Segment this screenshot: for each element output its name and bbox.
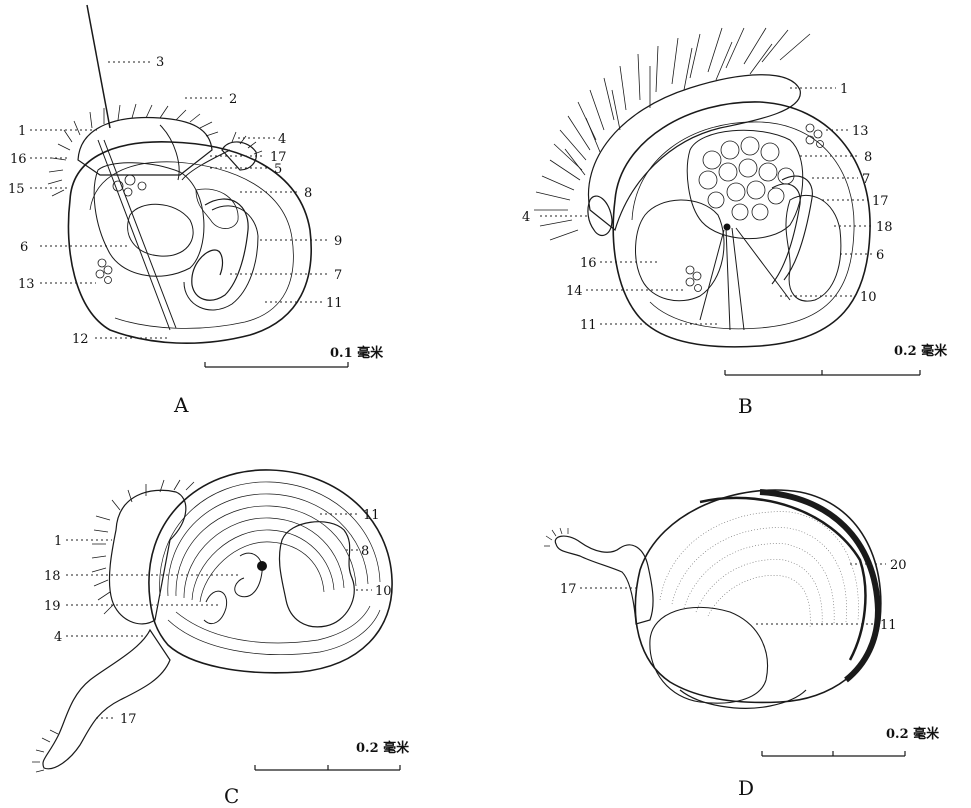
- statocyst-a: [96, 259, 112, 284]
- label-d-20: 20: [890, 558, 907, 573]
- leader-lines-c: [66, 514, 372, 718]
- label-c-8: 8: [361, 544, 369, 559]
- label-c-4: 4: [54, 630, 62, 645]
- label-c-1: 1: [54, 534, 62, 549]
- label-a-6: 6: [20, 240, 28, 255]
- scale-label-c: 0.2 毫米: [356, 740, 410, 756]
- shell-growth-lines-c: [160, 482, 380, 655]
- scale-bar-c: 0.2 毫米: [255, 740, 410, 770]
- muscle-band-a: [160, 125, 230, 180]
- eye-spot-b: [724, 224, 731, 231]
- panel-letter-a: A: [173, 393, 189, 417]
- scale-label-a: 0.1 毫米: [330, 345, 384, 361]
- label-c-18: 18: [44, 569, 61, 584]
- panel-letter-c: C: [224, 784, 239, 808]
- retractor-muscle-a: [98, 140, 176, 330]
- label-c-19: 19: [44, 599, 61, 614]
- foot-c: [43, 630, 170, 769]
- mantle-line-b: [632, 122, 854, 329]
- eye-spot-c: [257, 561, 267, 571]
- label-c-10: 10: [375, 584, 392, 599]
- label-a-7: 7: [334, 268, 342, 283]
- label-b-6: 6: [876, 248, 884, 263]
- label-a-1: 1: [18, 124, 26, 139]
- velum-cilia-c: [92, 480, 194, 614]
- leader-lines-a: [30, 62, 330, 338]
- label-b-8: 8: [864, 150, 872, 165]
- statocyst-b: [686, 266, 702, 292]
- panel-letter-b: B: [738, 394, 753, 418]
- label-a-12: 12: [72, 332, 89, 347]
- label-b-13: 13: [852, 124, 869, 139]
- intestine-coil-c: [204, 591, 227, 623]
- panel-letter-d: D: [738, 776, 754, 800]
- scale-label-d: 0.2 毫米: [886, 726, 940, 742]
- label-d-11: 11: [880, 618, 897, 633]
- retractor-muscle-b: [700, 228, 790, 330]
- stomach-b: [636, 200, 724, 301]
- label-b-11: 11: [580, 318, 597, 333]
- gland-lobules-b: [699, 137, 794, 220]
- label-b-17: 17: [872, 194, 889, 209]
- apical-flagellum: [87, 5, 110, 128]
- label-a-4: 4: [278, 132, 286, 147]
- label-a-13: 13: [18, 277, 35, 292]
- label-b-16: 16: [580, 256, 597, 271]
- labels-a: 3 2 1 4 16 17 5 15 8 6 9 7 13 11 12: [8, 55, 343, 347]
- shell-growth-lines-d: [660, 512, 858, 628]
- prodissoconch-d: [650, 607, 768, 703]
- velum-b: [588, 75, 800, 230]
- label-a-9: 9: [334, 234, 342, 249]
- scale-label-b: 0.2 毫米: [894, 343, 948, 359]
- label-c-11: 11: [363, 508, 380, 523]
- digestive-gland-c: [279, 522, 354, 627]
- label-a-8: 8: [304, 186, 312, 201]
- intestine-c: [235, 553, 262, 597]
- label-a-2: 2: [229, 92, 237, 107]
- intestine-inner-a: [184, 206, 258, 310]
- mantle-line-a: [90, 162, 293, 329]
- label-a-16: 16: [10, 152, 27, 167]
- panel-a: 3 2 1 4 16 17 5 15 8 6 9 7 13 11 12 0.1 …: [8, 5, 384, 417]
- velum-lobe-b: [588, 196, 612, 235]
- velum-lobe: [78, 117, 212, 175]
- leader-lines-d: [580, 564, 886, 624]
- label-b-14: 14: [566, 284, 583, 299]
- panel-b: 1 13 8 7 17 4 18 16 6 14 10 11 0.2 毫米 B: [522, 28, 948, 418]
- label-b-7: 7: [862, 172, 870, 187]
- label-d-17: 17: [560, 582, 577, 597]
- intestine-b: [786, 195, 841, 301]
- scale-bar-d: 0.2 毫米: [762, 726, 940, 756]
- label-a-5: 5: [274, 162, 282, 177]
- foot-cilia-c: [32, 730, 58, 772]
- panel-d: 20 17 11 0.2 毫米 D: [544, 490, 940, 800]
- label-b-1: 1: [840, 82, 848, 97]
- scale-bar-a: 0.1 毫米: [205, 345, 384, 367]
- panel-c: 11 1 8 18 10 19 4 17 0.2 毫米 C: [32, 470, 410, 808]
- label-c-17: 17: [120, 712, 137, 727]
- labels-b: 1 13 8 7 17 4 18 16 6 14 10 11: [522, 82, 893, 333]
- label-a-15: 15: [8, 182, 25, 197]
- velum-cilia-b: [534, 28, 810, 240]
- labels-d: 20 17 11: [560, 558, 907, 633]
- label-a-3: 3: [156, 55, 164, 70]
- shell-outline-c: [149, 470, 392, 673]
- label-b-10: 10: [860, 290, 877, 305]
- label-a-11: 11: [326, 296, 343, 311]
- stomach-lumen-a: [128, 204, 193, 256]
- stomach-a: [94, 163, 204, 277]
- intestine-tube-b: [772, 176, 812, 284]
- scale-bar-b: 0.2 毫米: [725, 343, 948, 375]
- label-b-4: 4: [522, 210, 530, 225]
- label-b-18: 18: [876, 220, 893, 235]
